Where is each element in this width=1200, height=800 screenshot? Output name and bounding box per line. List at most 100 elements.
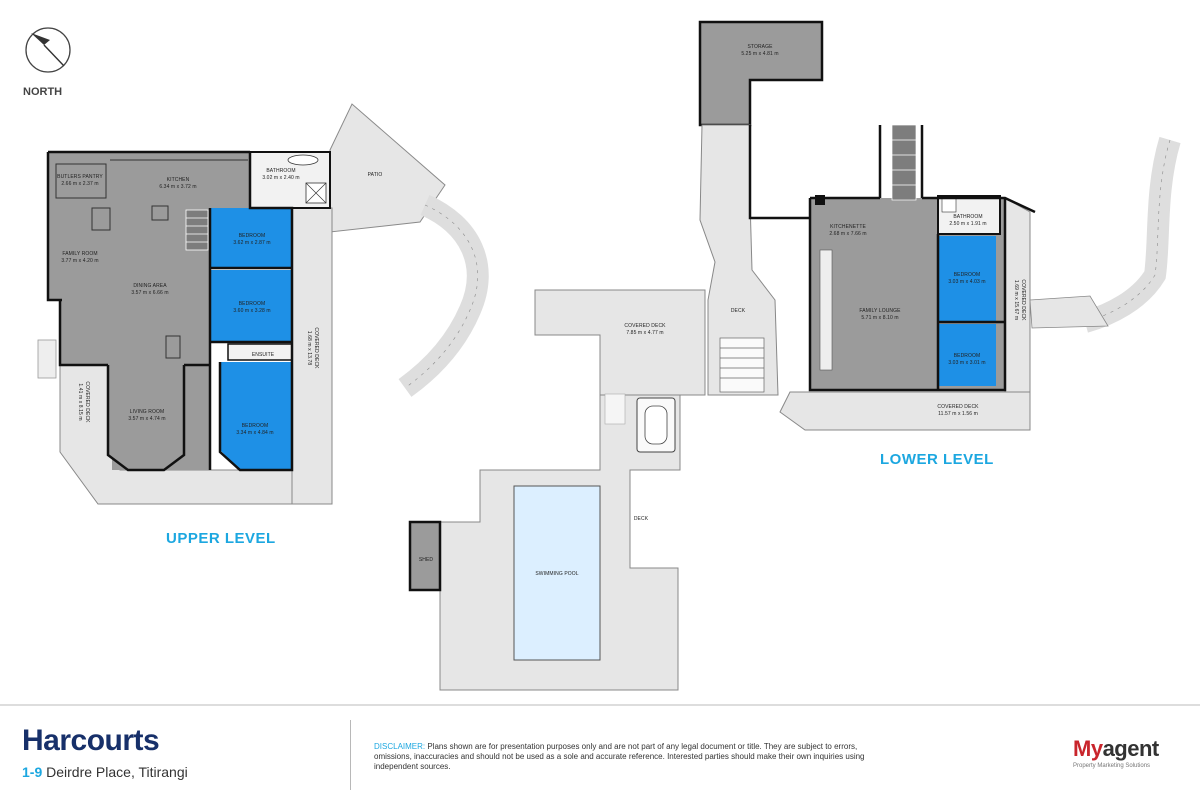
bedroom-2-dims: 3.60 m x 3.28 m: [233, 308, 270, 314]
svg-text:BATHROOM: BATHROOM: [266, 168, 295, 174]
shed-area: [408, 520, 442, 592]
bathroom-lower-dims: 2.50 m x 1.91 m: [949, 221, 986, 227]
svg-text:STORAGE: STORAGE: [747, 44, 773, 50]
svg-text:BEDROOM: BEDROOM: [239, 233, 266, 239]
svg-text:2.66 m x 2.37 m: 2.66 m x 2.37 m: [61, 181, 98, 187]
patio-label: PATIO: [368, 172, 383, 178]
dining-area-label: DINING AREA: [133, 283, 167, 289]
covered-deck-mid-dims: 7.85 m x 4.77 m: [626, 330, 663, 336]
svg-text:FAMILY ROOM: FAMILY ROOM: [62, 251, 97, 257]
garden-path: [398, 194, 489, 397]
svg-text:7.85 m x 4.77 m: 7.85 m x 4.77 m: [626, 330, 663, 336]
covered-deck-lower-area: [779, 391, 1031, 431]
svg-text:3.03 m x 4.03 m: 3.03 m x 4.03 m: [948, 279, 985, 285]
svg-text:3.34 m x 4.84 m: 3.34 m x 4.84 m: [236, 430, 273, 436]
svg-text:2.68 m x 7.66 m: 2.68 m x 7.66 m: [829, 231, 866, 237]
living-room-label: LIVING ROOM: [130, 409, 164, 415]
brand-logo: Harcourts: [22, 724, 160, 757]
svg-text:3.57 m x 4.74 m: 3.57 m x 4.74 m: [128, 416, 165, 422]
svg-text:COVERED DECK: COVERED DECK: [624, 323, 666, 329]
living-room-dims: 3.57 m x 4.74 m: [128, 416, 165, 422]
bathroom-upper-dims: 3.02 m x 2.40 m: [262, 175, 299, 181]
covered-deck-mid-label: COVERED DECK: [624, 323, 666, 329]
footer-divider: [350, 720, 351, 790]
svg-text:BEDROOM: BEDROOM: [239, 301, 266, 307]
compass-icon: [25, 27, 71, 73]
svg-text:3.03 m x 3.01 m: 3.03 m x 3.01 m: [948, 360, 985, 366]
myagent-logo: Myagent: [1073, 736, 1159, 762]
storage-dims: 5.25 m x 4.81 m: [741, 51, 778, 57]
bedroom-4-label: BEDROOM: [954, 272, 981, 278]
logo-my: My: [1073, 736, 1103, 761]
upper-level-title: UPPER LEVEL: [166, 530, 276, 547]
svg-text:KITCHENETTE: KITCHENETTE: [830, 224, 866, 230]
svg-text:COVERED DECK: COVERED DECK: [313, 327, 319, 369]
svg-text:3.02 m x 2.40 m: 3.02 m x 2.40 m: [262, 175, 299, 181]
upper-level-plan: BUTLERS PANTRY 2.66 m x 2.37 m KITCHEN 6…: [37, 103, 489, 505]
svg-text:BEDROOM: BEDROOM: [954, 353, 981, 359]
svg-text:BEDROOM: BEDROOM: [242, 423, 269, 429]
family-room-dims: 3.77 m x 4.20 m: [61, 258, 98, 264]
upper-stairs: [185, 209, 209, 251]
family-lounge-dims: 5.71 m x 8.10 m: [861, 315, 898, 321]
svg-text:3.60 m x 3.28 m: 3.60 m x 3.28 m: [233, 308, 270, 314]
logo-tagline: Property Marketing Solutions: [1073, 763, 1151, 769]
butlers-pantry-dims: 2.66 m x 2.37 m: [61, 181, 98, 187]
covered-deck-lower-right-label: COVERED DECK: [1020, 279, 1026, 321]
svg-text:ENSUITE: ENSUITE: [252, 352, 275, 358]
swimming-pool-label: SWIMMING POOL: [535, 571, 578, 577]
bedroom-2-label: BEDROOM: [239, 301, 266, 307]
svg-text:KITCHEN: KITCHEN: [167, 177, 190, 183]
svg-text:PATIO: PATIO: [368, 172, 383, 178]
family-lounge-label: FAMILY LOUNGE: [859, 308, 901, 314]
property-address: 1-9 Deirdre Place, Titirangi: [22, 764, 188, 780]
svg-text:COVERED DECK: COVERED DECK: [937, 404, 979, 410]
kitchenette-dims: 2.68 m x 7.66 m: [829, 231, 866, 237]
covered-deck-lower-dims: 11.57 m x 1.56 m: [938, 411, 978, 417]
svg-text:3.77 m x 4.20 m: 3.77 m x 4.20 m: [61, 258, 98, 264]
svg-text:1.41 m x 8.15 m: 1.41 m x 8.15 m: [77, 383, 83, 420]
svg-text:1.68 m x 13.78: 1.68 m x 13.78: [306, 331, 312, 366]
bedroom-1-area: [210, 208, 292, 268]
svg-text:6.34 m x 3.72 m: 6.34 m x 3.72 m: [159, 184, 196, 190]
svg-text:SWIMMING POOL: SWIMMING POOL: [535, 571, 578, 577]
dining-area-dims: 3.57 m x 6.66 m: [131, 290, 168, 296]
covered-deck-lower-label: COVERED DECK: [937, 404, 979, 410]
disclaimer: DISCLAIMER: Plans shown are for presenta…: [374, 742, 874, 772]
covered-deck-upper-right-label: COVERED DECK: [313, 327, 319, 369]
svg-text:SHED: SHED: [419, 557, 434, 563]
svg-text:DECK: DECK: [634, 516, 649, 522]
storage-area: [698, 20, 824, 127]
svg-text:5.71 m x 8.10 m: 5.71 m x 8.10 m: [861, 315, 898, 321]
address-street: Deirdre Place, Titirangi: [42, 764, 188, 780]
disclaimer-text: Plans shown are for presentation purpose…: [374, 742, 865, 771]
butlers-pantry-label: BUTLERS PANTRY: [57, 174, 103, 180]
ensuite-label: ENSUITE: [252, 352, 275, 358]
svg-text:COVERED DECK: COVERED DECK: [1020, 279, 1026, 321]
kitchen-dims: 6.34 m x 3.72 m: [159, 184, 196, 190]
bathroom-lower-label: BATHROOM: [953, 214, 982, 220]
bathroom-upper-label: BATHROOM: [266, 168, 295, 174]
family-room-label: FAMILY ROOM: [62, 251, 97, 257]
lower-level-title: LOWER LEVEL: [880, 451, 994, 468]
svg-text:FAMILY LOUNGE: FAMILY LOUNGE: [859, 308, 901, 314]
covered-deck-left-dims: 1.41 m x 8.15 m: [77, 383, 83, 420]
bedroom-3-area: [220, 362, 292, 470]
kitchenette-label: KITCHENETTE: [830, 224, 866, 230]
bedroom-3-label: BEDROOM: [242, 423, 269, 429]
svg-text:DECK: DECK: [731, 308, 746, 314]
swimming-pool-area: [513, 485, 601, 661]
covered-deck-lower-right-dims: 1.69 m x 15.67 m: [1013, 280, 1019, 320]
lower-level-plan: STORAGE 5.25 m x 4.81 m COVERED DECK 7.8…: [408, 20, 1181, 691]
floor-plan: BUTLERS PANTRY 2.66 m x 2.37 m KITCHEN 6…: [0, 20, 1200, 706]
svg-text:DINING AREA: DINING AREA: [133, 283, 167, 289]
svg-text:LIVING ROOM: LIVING ROOM: [130, 409, 164, 415]
svg-text:3.57 m x 6.66 m: 3.57 m x 6.66 m: [131, 290, 168, 296]
svg-text:BATHROOM: BATHROOM: [953, 214, 982, 220]
svg-text:COVERED DECK: COVERED DECK: [84, 381, 90, 423]
bedroom-1-label: BEDROOM: [239, 233, 266, 239]
disclaimer-label: DISCLAIMER:: [374, 742, 426, 751]
storage-label: STORAGE: [747, 44, 773, 50]
bedroom-2-area: [210, 270, 292, 342]
svg-text:2.50 m x 1.91 m: 2.50 m x 1.91 m: [949, 221, 986, 227]
